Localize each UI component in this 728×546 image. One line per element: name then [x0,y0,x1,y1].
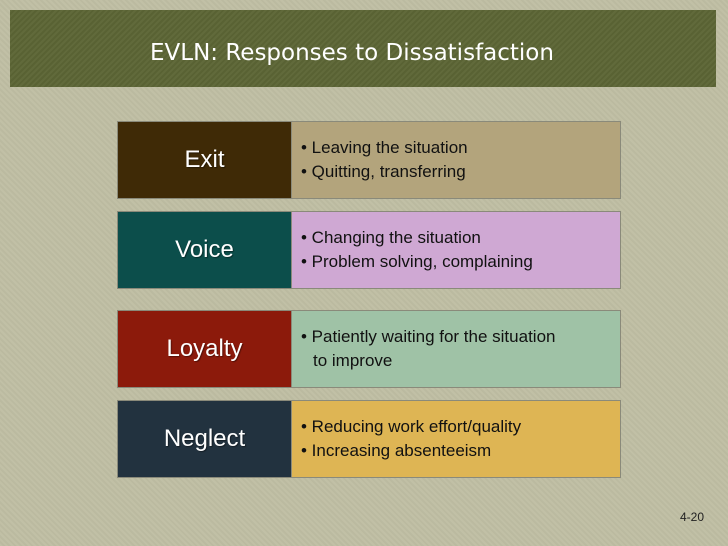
title-bar [10,10,716,87]
row-label-voice: Voice [118,212,292,288]
row-loyalty: Loyalty • Patiently waiting for the situ… [117,310,621,388]
desc-line: • Quitting, transferring [301,162,466,181]
desc-line: • Increasing absenteeism [301,441,492,460]
row-exit: Exit • Leaving the situation • Quitting,… [117,121,621,199]
desc-line: to improve [313,351,393,370]
desc-line: • Patiently waiting for the situation [301,327,556,347]
row-desc-voice: • Changing the situation • Problem solvi… [292,212,620,288]
row-desc-loyalty: • Patiently waiting for the situation to… [292,311,620,387]
row-desc-exit: • Leaving the situation • Quitting, tran… [292,122,620,198]
row-neglect: Neglect • Reducing work effort/quality •… [117,400,621,478]
desc-line: • Changing the situation [301,228,481,248]
row-label-exit: Exit [118,122,292,198]
row-voice: Voice • Changing the situation • Problem… [117,211,621,289]
desc-line: • Leaving the situation [301,138,468,158]
page-number: 4-20 [679,510,704,524]
row-desc-neglect: • Reducing work effort/quality • Increas… [292,401,620,477]
desc-line: • Problem solving, complaining [301,252,533,271]
slide-title: EVLN: Responses to Dissatisfaction [150,40,554,66]
row-label-neglect: Neglect [118,401,292,477]
row-label-loyalty: Loyalty [118,311,292,387]
desc-line: • Reducing work effort/quality [301,417,522,437]
